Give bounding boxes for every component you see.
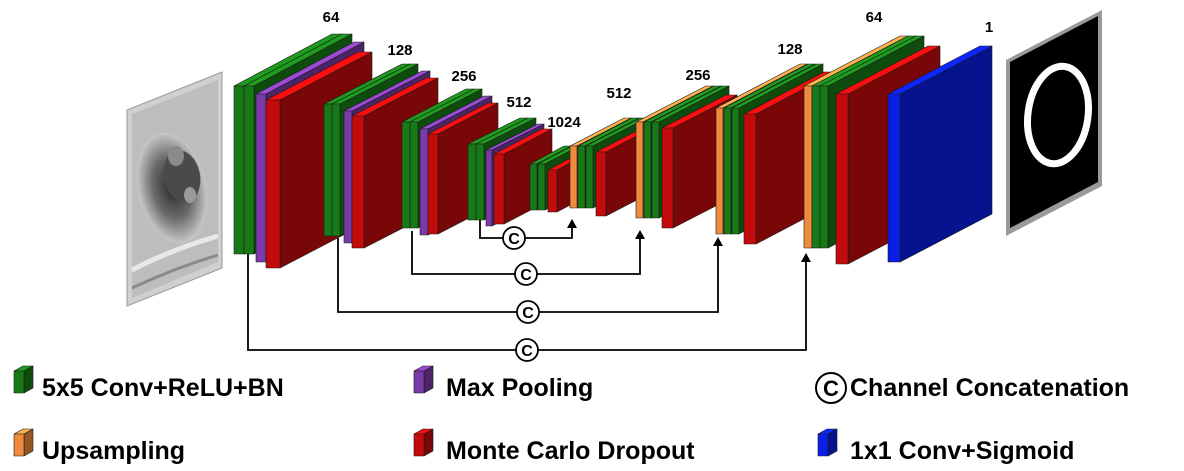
legend: 5x5 Conv+ReLU+BN Max Pooling C Channel C… (13, 365, 1129, 465)
legend-label-pool: Max Pooling (446, 374, 593, 402)
skip-connections: C C C C (247, 219, 811, 362)
concat-symbol: C (508, 231, 520, 248)
final-conv-block-s9-0 (887, 45, 993, 263)
channel-label: 128 (777, 41, 802, 58)
pool-swatch-icon (413, 365, 434, 394)
legend-item-final-conv: 1x1 Conv+Sigmoid (817, 428, 1074, 465)
legend-item-pool: Max Pooling (413, 365, 593, 402)
concat-symbol: C (522, 305, 534, 322)
legend-label-dropout: Monte Carlo Dropout (446, 437, 695, 465)
legend-item-concat: C Channel Concatenation (815, 372, 1129, 404)
legend-swatch-upsample (13, 428, 34, 457)
legend-label-conv: 5x5 Conv+ReLU+BN (42, 374, 284, 402)
legend-swatch-final-conv (817, 428, 838, 457)
channel-label: 64 (323, 9, 340, 26)
concat-symbol-icon (815, 372, 847, 404)
concat-icon (502, 226, 526, 250)
concat-icon (516, 300, 540, 324)
conv-swatch-icon (13, 365, 34, 394)
channel-label: 128 (387, 42, 412, 59)
channel-label: 512 (506, 94, 531, 111)
channel-label: 512 (606, 85, 631, 102)
legend-item-conv: 5x5 Conv+ReLU+BN (13, 365, 284, 402)
final_conv-swatch-icon (817, 428, 838, 457)
concat-symbol: C (520, 267, 532, 284)
legend-label-concat: Channel Concatenation (850, 374, 1129, 402)
channel-label: 256 (451, 68, 476, 85)
skip-connection-1: C (479, 219, 577, 250)
dropout-swatch-icon (413, 428, 434, 457)
legend-concat-symbol: C (823, 376, 839, 401)
upsample-swatch-icon (13, 428, 34, 457)
channel-label: 64 (866, 9, 883, 26)
legend-label-final-conv: 1x1 Conv+Sigmoid (850, 437, 1074, 465)
network-blocks (233, 33, 993, 269)
channel-label: 1 (985, 19, 993, 36)
channel-label: 1024 (547, 114, 581, 131)
legend-swatch-pool (413, 365, 434, 394)
legend-label-upsample: Upsampling (42, 437, 185, 465)
concat-icon (515, 338, 539, 362)
legend-swatch-dropout (413, 428, 434, 457)
input-image (126, 71, 223, 307)
legend-item-upsample: Upsampling (13, 428, 185, 465)
channel-label: 256 (685, 67, 710, 84)
output-mask (1006, 10, 1102, 236)
legend-swatch-conv (13, 365, 34, 394)
legend-item-dropout: Monte Carlo Dropout (413, 428, 695, 465)
concat-symbol: C (521, 343, 533, 360)
skip-connection-3: C (337, 237, 723, 324)
skip-connection-2: C (411, 230, 645, 286)
skip-connection-4: C (247, 253, 811, 362)
concat-icon (514, 262, 538, 286)
channel-labels: 64 128 256 512 1024 512 256 128 64 1 (323, 9, 994, 131)
